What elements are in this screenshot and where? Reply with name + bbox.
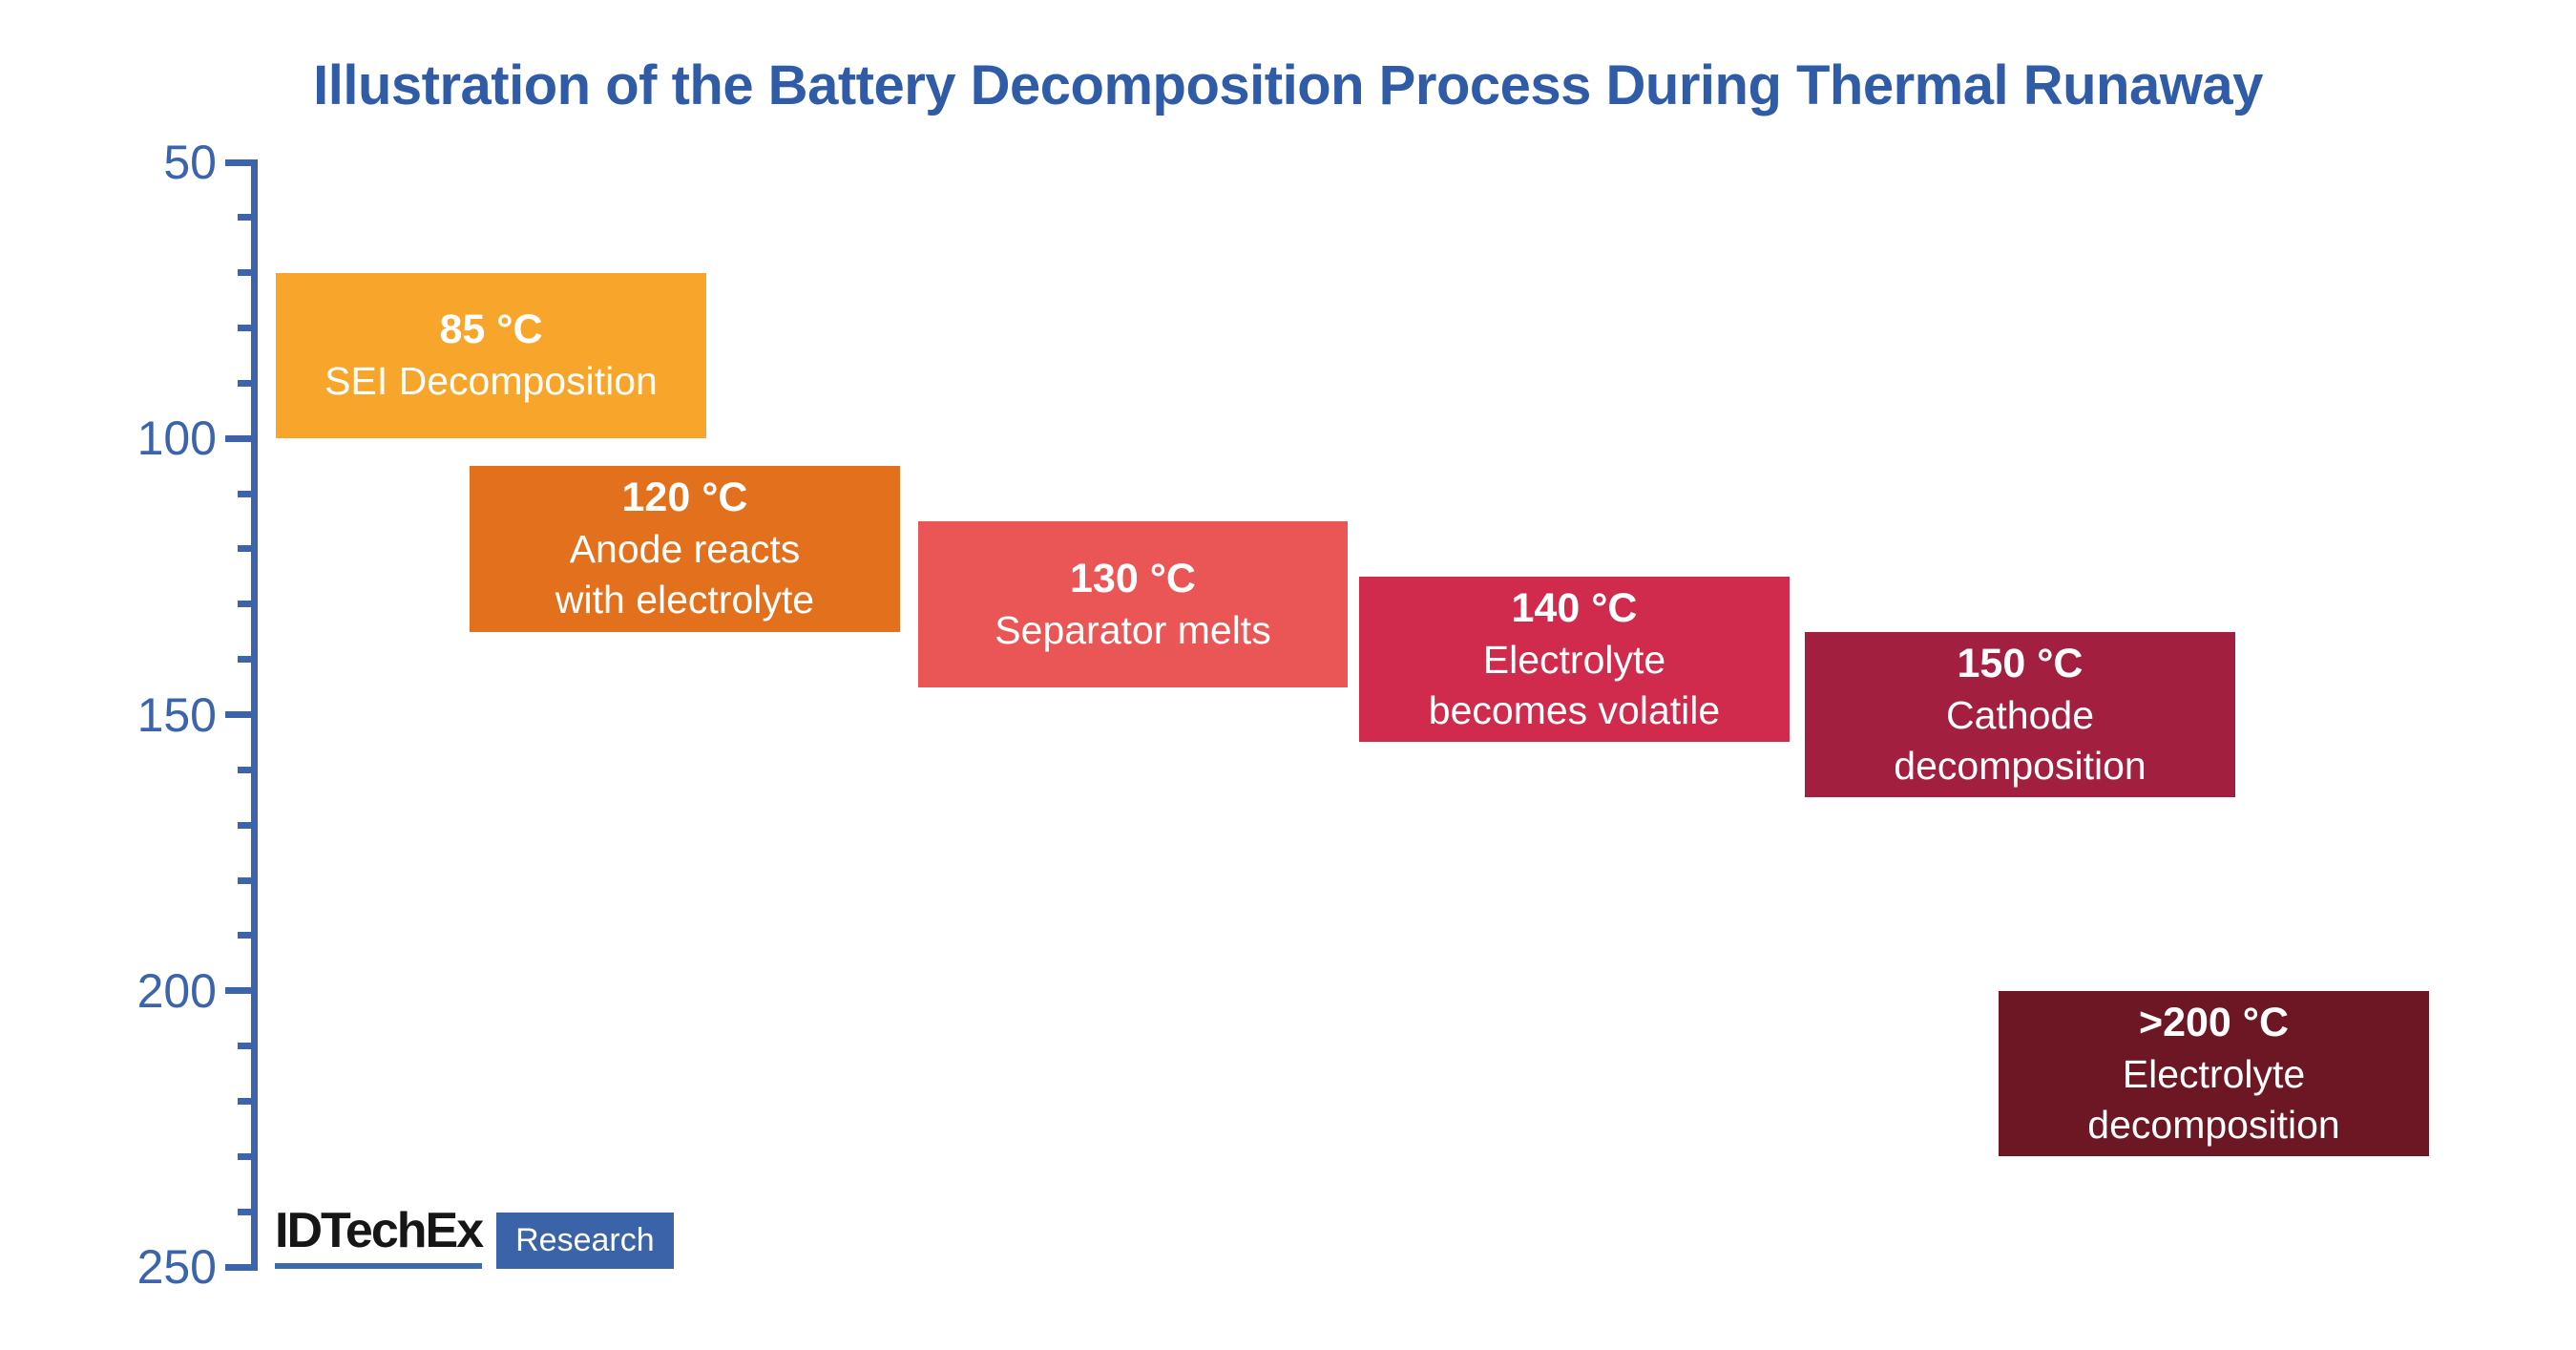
y-axis-minor-tick bbox=[238, 656, 258, 664]
y-axis-minor-tick bbox=[238, 1208, 258, 1215]
stage-box-6: >200 °C Electrolyte decomposition bbox=[1999, 990, 2429, 1157]
y-axis-minor-tick bbox=[238, 932, 258, 939]
y-axis-major-tick bbox=[225, 1263, 258, 1271]
y-axis-minor-tick bbox=[238, 766, 258, 773]
y-axis-minor-tick bbox=[238, 379, 258, 387]
y-axis-minor-tick bbox=[238, 490, 258, 497]
stage-description-line: decomposition bbox=[1894, 743, 2147, 788]
y-axis-tick-label: 100 bbox=[136, 411, 217, 466]
y-axis-minor-tick bbox=[238, 545, 258, 553]
y-axis-minor-tick bbox=[238, 1043, 258, 1050]
stage-description-line: Electrolyte bbox=[1482, 638, 1666, 683]
y-axis-tick-label: 150 bbox=[136, 687, 217, 742]
logo-badge-text: Research bbox=[515, 1222, 655, 1258]
stage-temp-label: >200 °C bbox=[2138, 1000, 2290, 1046]
stage-temp-label: 120 °C bbox=[621, 475, 748, 521]
stage-description-line: Separator melts bbox=[995, 607, 1271, 652]
stage-description-line: Cathode bbox=[1945, 692, 2094, 737]
logo-brand-text: IDTechEx bbox=[275, 1203, 484, 1258]
stage-description-line: becomes volatile bbox=[1428, 688, 1721, 733]
logo-brand: IDTechEx bbox=[275, 1203, 484, 1269]
stage-description-line: Electrolyte bbox=[2122, 1052, 2306, 1097]
y-axis-minor-tick bbox=[238, 876, 258, 884]
stage-box-3: 130 °C Separator melts bbox=[918, 521, 1348, 687]
stage-description-line: Anode reacts bbox=[569, 527, 801, 572]
stage-description-line: decomposition bbox=[2087, 1103, 2340, 1148]
y-axis-minor-tick bbox=[238, 821, 258, 829]
stage-box-2: 120 °C Anode reacts with electrolyte bbox=[470, 466, 900, 632]
stage-box-5: 150 °C Cathode decomposition bbox=[1805, 631, 2235, 798]
stage-box-1: 85 °C SEI Decomposition bbox=[276, 272, 706, 439]
y-axis-tick-label: 50 bbox=[163, 136, 217, 189]
y-axis-minor-tick bbox=[238, 269, 258, 277]
y-axis-tick-label: 200 bbox=[136, 963, 217, 1018]
y-axis-major-tick bbox=[225, 434, 258, 442]
y-axis-minor-tick bbox=[238, 601, 258, 608]
stage-temp-label: 140 °C bbox=[1511, 585, 1638, 632]
y-axis-minor-tick bbox=[238, 214, 258, 221]
y-axis-major-tick bbox=[225, 987, 258, 995]
idtechex-logo: IDTechEx Research bbox=[275, 1206, 674, 1269]
stage-box-4: 140 °C Electrolyte becomes volatile bbox=[1359, 576, 1790, 743]
stage-description-line: SEI Decomposition bbox=[325, 359, 658, 404]
y-axis-tick-label: 250 bbox=[136, 1240, 217, 1294]
y-axis-minor-tick bbox=[238, 1152, 258, 1160]
stage-temp-label: 130 °C bbox=[1070, 555, 1196, 601]
chart-title: Illustration of the Battery Decompositio… bbox=[313, 54, 2263, 116]
y-axis-major-tick bbox=[225, 158, 258, 166]
stage-description-line: with electrolyte bbox=[555, 578, 815, 622]
logo-research-badge: Research bbox=[496, 1213, 674, 1269]
y-axis-minor-tick bbox=[238, 1097, 258, 1105]
stage-temp-label: 85 °C bbox=[439, 306, 543, 353]
y-axis-major-tick bbox=[225, 711, 258, 718]
logo-brand-underline bbox=[275, 1263, 483, 1269]
stage-temp-label: 150 °C bbox=[1957, 640, 2084, 686]
y-axis-minor-tick bbox=[238, 325, 258, 332]
